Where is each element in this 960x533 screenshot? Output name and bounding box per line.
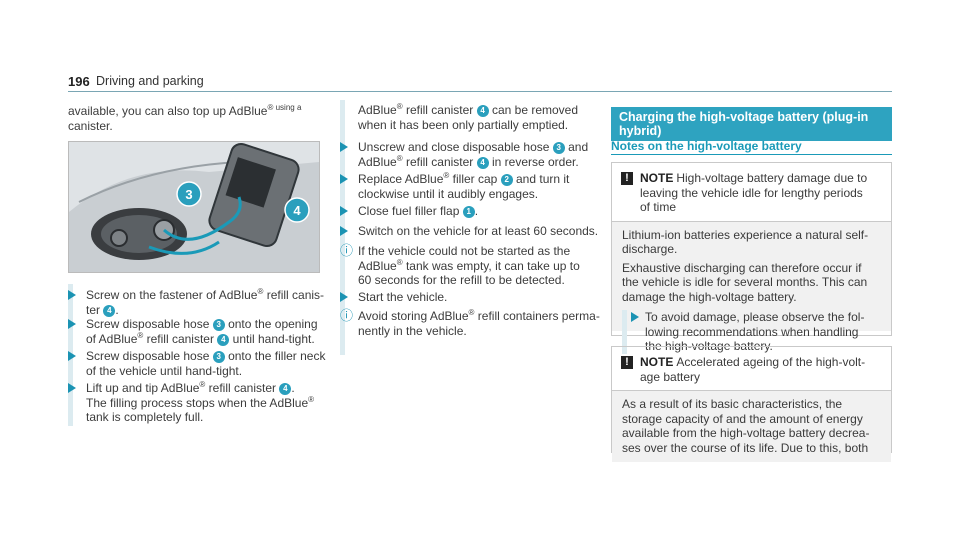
chapter-title: Driving and parking	[96, 74, 204, 88]
step-arrow-icon	[340, 142, 348, 152]
note-body: Lithium-ion batteries experience a natur…	[612, 220, 891, 354]
callout-4: 4	[293, 203, 301, 218]
info-icon: ⓘ	[340, 243, 354, 258]
step-arrow-icon	[340, 206, 348, 216]
warning-icon: !	[621, 172, 633, 185]
step-screw-hose-opening: Screw disposable hose 3 onto the opening…	[68, 317, 336, 346]
step-arrow-icon	[68, 290, 76, 300]
step-arrow-icon	[68, 383, 76, 393]
callout-3: 3	[185, 187, 192, 202]
note-paragraph: Lithium-ion batteries experience a natur…	[622, 227, 869, 257]
section-title: Charging the high-voltage battery (plug-…	[611, 107, 892, 141]
step-arrow-icon	[68, 319, 76, 329]
step-arrow-icon	[631, 312, 639, 322]
canister-removal-note: AdBlue® refill canister 4 can be removed…	[358, 102, 579, 132]
header-divider	[68, 91, 892, 92]
step-screw-fastener: Screw on the fastener of AdBlue® refill …	[68, 288, 336, 317]
step-start-vehicle: Start the vehicle.	[340, 290, 608, 305]
step-close-flap: Close fuel filler flap 1.	[340, 204, 608, 219]
note-body: As a result of its basic characteristics…	[612, 390, 891, 462]
info-refill-detection: ⓘ If the vehicle could not be started as…	[340, 243, 580, 287]
note-paragraph: Exhaustive discharging can therefore occ…	[622, 260, 868, 304]
step-arrow-icon	[68, 351, 76, 361]
info-storing-containers: ⓘ Avoid storing AdBlue® refill container…	[340, 308, 600, 338]
subheading-rule	[611, 154, 892, 155]
step-arrow-icon	[340, 226, 348, 236]
step-lift-tip-canister: Lift up and tip AdBlue® refill canister …	[68, 381, 336, 425]
adblue-refill-illustration: 3 4	[69, 142, 319, 272]
step-screw-hose-filler-neck: Screw disposable hose 3 onto the filler …	[68, 349, 336, 378]
step-arrow-icon	[340, 174, 348, 184]
step-switch-on-vehicle: Switch on the vehicle for at least 60 se…	[340, 224, 608, 239]
page-number: 196	[68, 74, 90, 89]
intro-text: available, you can also top up AdBlue® u…	[68, 103, 302, 133]
figure-adblue-refill: 3 4	[68, 141, 320, 273]
warning-icon: !	[621, 356, 633, 369]
step-arrow-icon	[340, 292, 348, 302]
subheading: Notes on the high-voltage battery	[611, 139, 802, 153]
info-icon: ⓘ	[340, 308, 354, 323]
step-replace-filler-cap: Replace AdBlue® filler cap 2 and turn it…	[340, 172, 608, 201]
step-unscrew-hose: Unscrew and close disposable hose 3 and …	[340, 140, 608, 169]
